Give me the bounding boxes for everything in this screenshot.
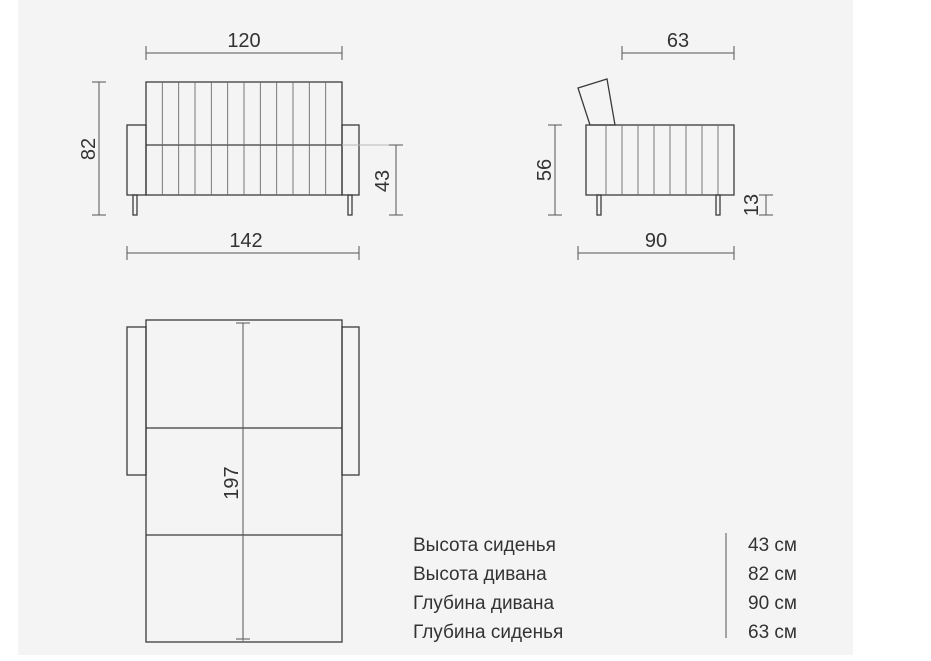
front-overall-width-label: 142: [229, 230, 262, 252]
spec-value-seat-depth: 63 см: [748, 622, 797, 643]
spec-value-sofa-height: 82 см: [748, 564, 797, 585]
bed-view: 197: [126, 319, 360, 643]
front-overall-width-dimension: 142: [126, 230, 360, 260]
side-seat-grooves: [605, 125, 719, 195]
side-leg-height-dimension: 13: [741, 194, 773, 216]
side-depth-label: 90: [645, 230, 667, 252]
front-backrest-grooves: [161, 82, 327, 195]
side-view: 63 56 13 90: [534, 30, 773, 260]
specs-table: Высота сиденья 43 см Высота дивана 82 см…: [413, 533, 797, 643]
side-depth-dimension: 90: [577, 230, 735, 260]
side-seat-height-label: 56: [534, 159, 556, 181]
bed-length-label: 197: [221, 466, 243, 499]
front-seat-height-label: 43: [372, 170, 394, 192]
spec-label-seat-height: Высота сиденья: [413, 535, 556, 556]
side-leg-height-label: 13: [741, 194, 763, 216]
side-seat-height-dimension: 56: [534, 124, 562, 216]
side-seat-depth-label: 63: [667, 30, 689, 52]
front-view: 120 82 43: [78, 30, 403, 260]
front-seat-height-dimension: 43: [342, 144, 403, 216]
spec-label-sofa-depth: Глубина дивана: [413, 593, 554, 614]
side-sofa-outline: [577, 78, 735, 216]
bed-length-dimension: 197: [221, 322, 250, 640]
front-height-label: 82: [78, 138, 100, 160]
front-height-dimension: 82: [78, 81, 106, 216]
spec-value-seat-height: 43 см: [748, 535, 797, 556]
front-top-width-dimension: 120: [145, 30, 343, 60]
front-top-width-label: 120: [227, 30, 260, 52]
drawing-panel: [18, 0, 853, 655]
spec-label-seat-depth: Глубина сиденья: [413, 622, 563, 643]
spec-value-sofa-depth: 90 см: [748, 593, 797, 614]
front-sofa-outline: [126, 81, 360, 216]
spec-label-sofa-height: Высота дивана: [413, 564, 547, 585]
side-seat-depth-dimension: 63: [621, 30, 735, 60]
